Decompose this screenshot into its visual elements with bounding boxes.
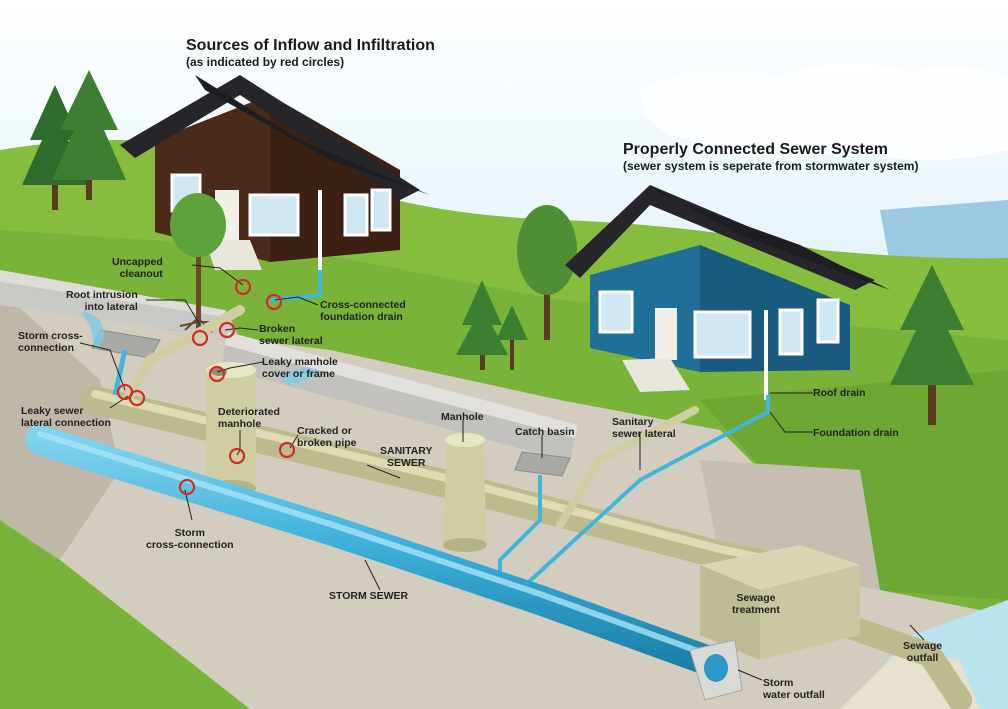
label-storm-cross-connection-top: Storm cross-connection: [18, 330, 83, 354]
left-subtitle: (as indicated by red circles): [186, 55, 345, 69]
clouds: [640, 62, 1008, 160]
label-roof-drain: Roof drain: [813, 387, 866, 399]
sanitary-lateral-left: [125, 305, 245, 400]
catch-basin-right: [514, 451, 571, 477]
splash-left: [82, 311, 104, 350]
tree-front-left: [170, 193, 226, 333]
sanitary-lateral-right: [556, 406, 699, 529]
left-heading: Sources of Inflow and Infiltration (as i…: [186, 36, 435, 70]
label-manhole: Manhole: [441, 411, 484, 423]
label-foundation-drain: Foundation drain: [813, 427, 899, 439]
problem-circle-root: [191, 329, 209, 347]
leader-lines: [79, 264, 925, 681]
storm-cross-pipe-left: [112, 349, 128, 396]
sewage-outfall-pipe: [818, 608, 972, 709]
problem-circle-storm-cross-bottom: [178, 478, 196, 496]
storm-main: [25, 425, 735, 680]
label-catch-basin: Catch basin: [515, 426, 575, 438]
problem-circles: [116, 278, 296, 496]
problem-circle-cleanout: [234, 278, 252, 296]
problem-circle-foundation: [265, 293, 283, 311]
problem-circle-broken-lateral: [218, 321, 236, 339]
roof-drain-pipe: [518, 395, 770, 592]
problem-circle-manhole-cover: [208, 365, 226, 383]
label-storm-sewer: STORM SEWER: [329, 590, 409, 602]
grass-front-left: [0, 560, 240, 709]
problem-circle-manhole: [228, 447, 246, 465]
house-right: [565, 185, 890, 400]
splash-right: [280, 368, 322, 386]
road-slab-left-top: [0, 270, 230, 318]
problem-circle-cracked: [278, 441, 296, 459]
trench-wall: [0, 290, 120, 560]
road-slab-mid-top: [225, 332, 578, 438]
right-heading: Properly Connected Sewer System (sewer s…: [623, 140, 918, 174]
left-title: Sources of Inflow and Infiltration: [186, 37, 435, 54]
trees-left: [22, 70, 126, 210]
right-title: Properly Connected Sewer System: [623, 141, 888, 158]
sewage-treatment-box: [700, 545, 860, 660]
right-subtitle: (sewer system is seperate from stormwate…: [623, 159, 919, 173]
trees-right: [456, 205, 974, 425]
problem-circle-lateral-connection: [128, 389, 146, 407]
manhole-right: [443, 433, 487, 552]
